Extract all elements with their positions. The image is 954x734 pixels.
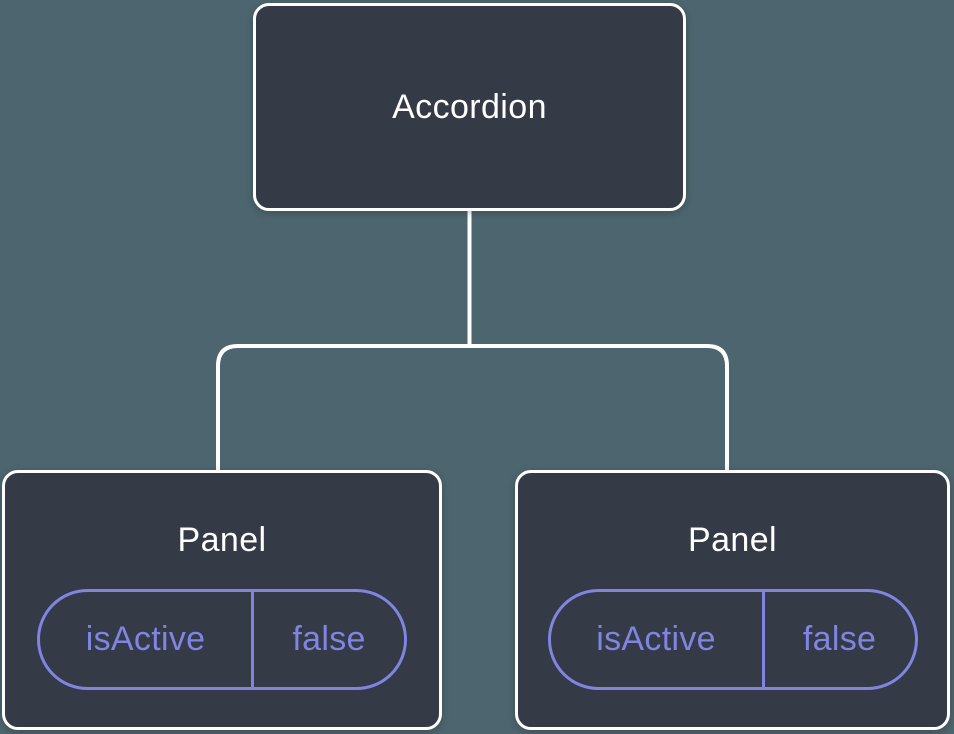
panel-node-right: Panel isActive false (515, 470, 950, 730)
tree-branch-line (216, 344, 729, 472)
panel-node-label: Panel (688, 521, 777, 559)
panel-node-left: Panel isActive false (2, 470, 442, 730)
state-pill: isActive false (37, 589, 407, 690)
accordion-node-label: Accordion (392, 87, 547, 126)
accordion-node: Accordion (253, 3, 686, 211)
state-key: isActive (551, 592, 765, 687)
state-value: false (802, 620, 877, 658)
state-key: isActive (40, 592, 255, 687)
panel-node-label: Panel (177, 521, 267, 559)
state-pill: isActive false (547, 589, 918, 690)
state-value: false (292, 620, 366, 658)
